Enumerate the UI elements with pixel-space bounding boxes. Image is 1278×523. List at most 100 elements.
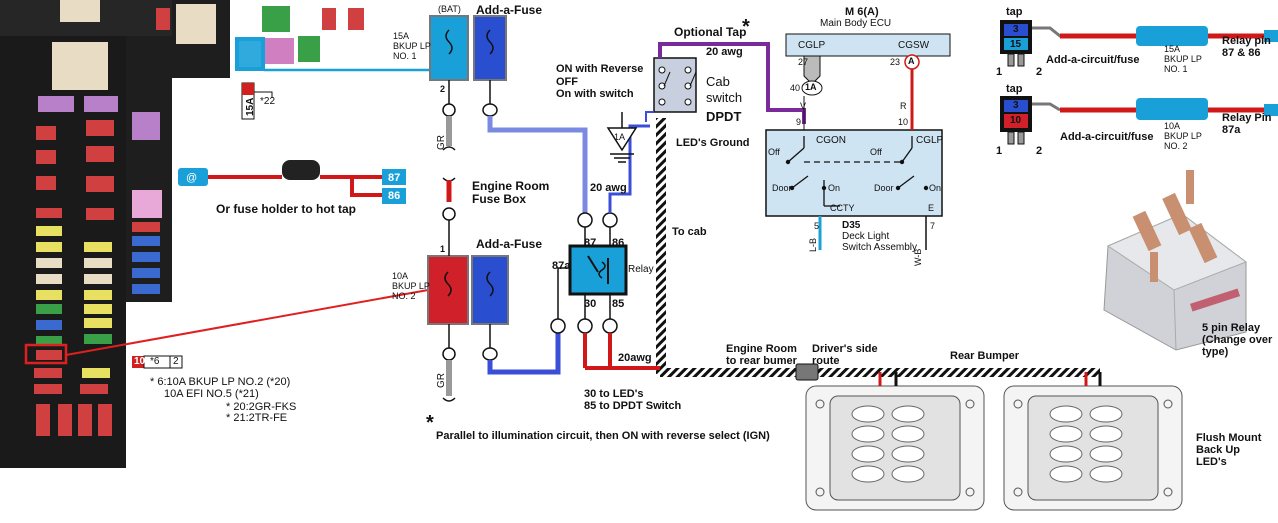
optional-tap-star: * — [742, 16, 750, 38]
ecu-door-1: Door — [772, 183, 792, 193]
parallel-star: * — [426, 412, 434, 434]
ecu-on-2: On — [929, 183, 942, 193]
tap-2 — [1000, 96, 1278, 145]
fuse-note-3: * 20:2GR-FKS — [226, 401, 297, 413]
led-feed-wires — [878, 372, 1102, 386]
ground-symbol — [606, 112, 638, 163]
ecu-d35: D35 — [842, 220, 861, 231]
fuse1-terminal-2: 2 — [440, 84, 446, 94]
fusebox-2-label: 2 — [173, 356, 179, 367]
ecu-pin-7: 7 — [930, 221, 936, 231]
ecu-cgon: CGON — [816, 135, 846, 146]
tap2-fuse-bottom: 10 — [1010, 115, 1022, 126]
fuse-note-1: * 6:10A BKUP LP NO.2 (*20) — [150, 376, 291, 388]
to-cab-label: To cab — [672, 226, 707, 238]
fuse2-terminal-1: 1 — [440, 244, 446, 254]
ecu-off-1: Off — [768, 147, 780, 157]
ecu-e: E — [928, 203, 935, 213]
fusebox-15a-label: 15A — [245, 97, 256, 116]
relay-pin-85: 85 — [612, 298, 625, 310]
wire-86-switch — [608, 124, 650, 213]
cab-switch-label: Cab switch — [706, 74, 743, 105]
ecu-title: M 6(A) — [845, 6, 879, 18]
leds-caption: Flush Mount Back Up LED's — [1196, 432, 1262, 469]
ecu-pin-40: 40 — [790, 83, 801, 93]
tap1-fuse-top: 3 — [1013, 24, 1019, 35]
tap-1 — [1000, 20, 1278, 67]
ecu-deck-light: Deck Light Switch Assembly — [842, 231, 918, 253]
tap1-fuse-spec: 15A BKUP LP NO. 1 — [1164, 44, 1202, 74]
ecu-wire-v: V — [800, 101, 807, 111]
relay — [550, 212, 628, 334]
tap1-pin-1: 1 — [996, 66, 1003, 78]
ecu-conn-a: A — [908, 56, 915, 66]
route-engine-room: Engine Room to rear bumer — [726, 343, 797, 368]
wire-fuse2-relay — [487, 332, 561, 375]
relay-awg-top: 20 awg — [590, 182, 627, 194]
ecu-pin-10: 10 — [898, 117, 909, 127]
wire-switch-ground — [645, 111, 654, 122]
relay-photo-caption: 5 pin Relay (Change over type) — [1202, 322, 1273, 359]
relay-photo — [1103, 170, 1248, 351]
hot-tap-pin86: 86 — [388, 190, 401, 202]
ground-label: 1A — [614, 132, 626, 142]
ecu-pin-27: 27 — [798, 57, 809, 67]
fuse-box-photo — [0, 0, 364, 468]
bat-label: (BAT) — [438, 4, 461, 14]
route-drivers-side: Driver's side route — [812, 343, 878, 368]
tap2-relay-pin: Relay Pin 87a — [1222, 112, 1272, 137]
add-a-fuse-2: Add-a-Fuse — [476, 237, 542, 251]
hot-tap-label: Or fuse holder to hot tap — [216, 202, 356, 216]
tap2-label: tap — [1006, 83, 1023, 95]
tap2-fuse-spec: 10A BKUP LP NO. 2 — [1164, 121, 1202, 151]
ecu-cglp-top: CGLP — [798, 40, 826, 51]
engine-room-fuse-box: Engine Room Fuse Box — [472, 179, 550, 207]
fusebox-10-label: 10 — [134, 356, 146, 367]
wire-fuse1-relay — [487, 116, 588, 215]
tap2-pin-2: 2 — [1036, 145, 1043, 157]
route-rear-bumper: Rear Bumper — [950, 350, 1020, 362]
fuse1-pair — [429, 15, 507, 81]
fuse2-pair — [427, 255, 509, 325]
ecu-ccty: CCTY — [830, 203, 855, 213]
optional-tap-label: Optional Tap — [674, 25, 747, 39]
fuse1-spec: 15A BKUP LP NO. 1 — [393, 31, 431, 61]
fusebox-22-label: *22 — [260, 96, 276, 107]
leds-ground-label: LED's Ground — [676, 137, 750, 149]
cable-connector — [795, 363, 819, 381]
hot-tap-illustration — [178, 160, 406, 204]
dpdt-label: DPDT — [706, 109, 742, 124]
ecu-pin-9: 9 — [796, 117, 802, 127]
tap2-fuse-top: 3 — [1013, 100, 1019, 111]
cab-switch — [653, 57, 697, 113]
led-left — [805, 385, 985, 511]
gr-wire-1: GR — [436, 135, 447, 150]
fuse-note-2: 10A EFI NO.5 (*21) — [164, 388, 259, 400]
relay-pin-30: 30 — [584, 298, 597, 310]
switch-awg: 20 awg — [706, 46, 743, 58]
tap2-pin-1: 1 — [996, 145, 1003, 157]
tag-6-row — [132, 355, 183, 369]
tap1-relay-pin: Relay pin 87 & 86 — [1222, 35, 1271, 60]
add-a-circuit-1: Add-a-circuit/fuse — [1046, 54, 1140, 66]
fusebox-6-label: *6 — [150, 356, 160, 367]
fuse-note-4: * 21:2TR-FE — [226, 412, 288, 424]
ecu-door-2: Door — [874, 183, 894, 193]
relay-title: Relay — [628, 264, 654, 275]
callout-line-fuse2 — [65, 289, 429, 356]
ecu-wire-lb: L-B — [808, 237, 818, 252]
ecu-conn-1a: 1A — [805, 82, 817, 92]
relay-awg-bottom: 20awg — [618, 352, 652, 364]
led-ground-cable — [656, 118, 666, 374]
parallel-note: Parallel to illumination circuit, then O… — [436, 430, 770, 442]
ecu-wire-r: R — [900, 101, 907, 111]
ecu-subtitle: Main Body ECU — [820, 18, 892, 29]
ecu-cglp: CGLP — [916, 135, 944, 146]
ecu-on-1: On — [828, 183, 841, 193]
ecu-pin-23: 23 — [890, 57, 901, 67]
add-a-fuse-1: Add-a-Fuse — [476, 3, 542, 17]
hot-tap-pin87: 87 — [388, 172, 401, 184]
gr-wire-2: GR — [436, 373, 447, 388]
tap1-label: tap — [1006, 6, 1023, 18]
